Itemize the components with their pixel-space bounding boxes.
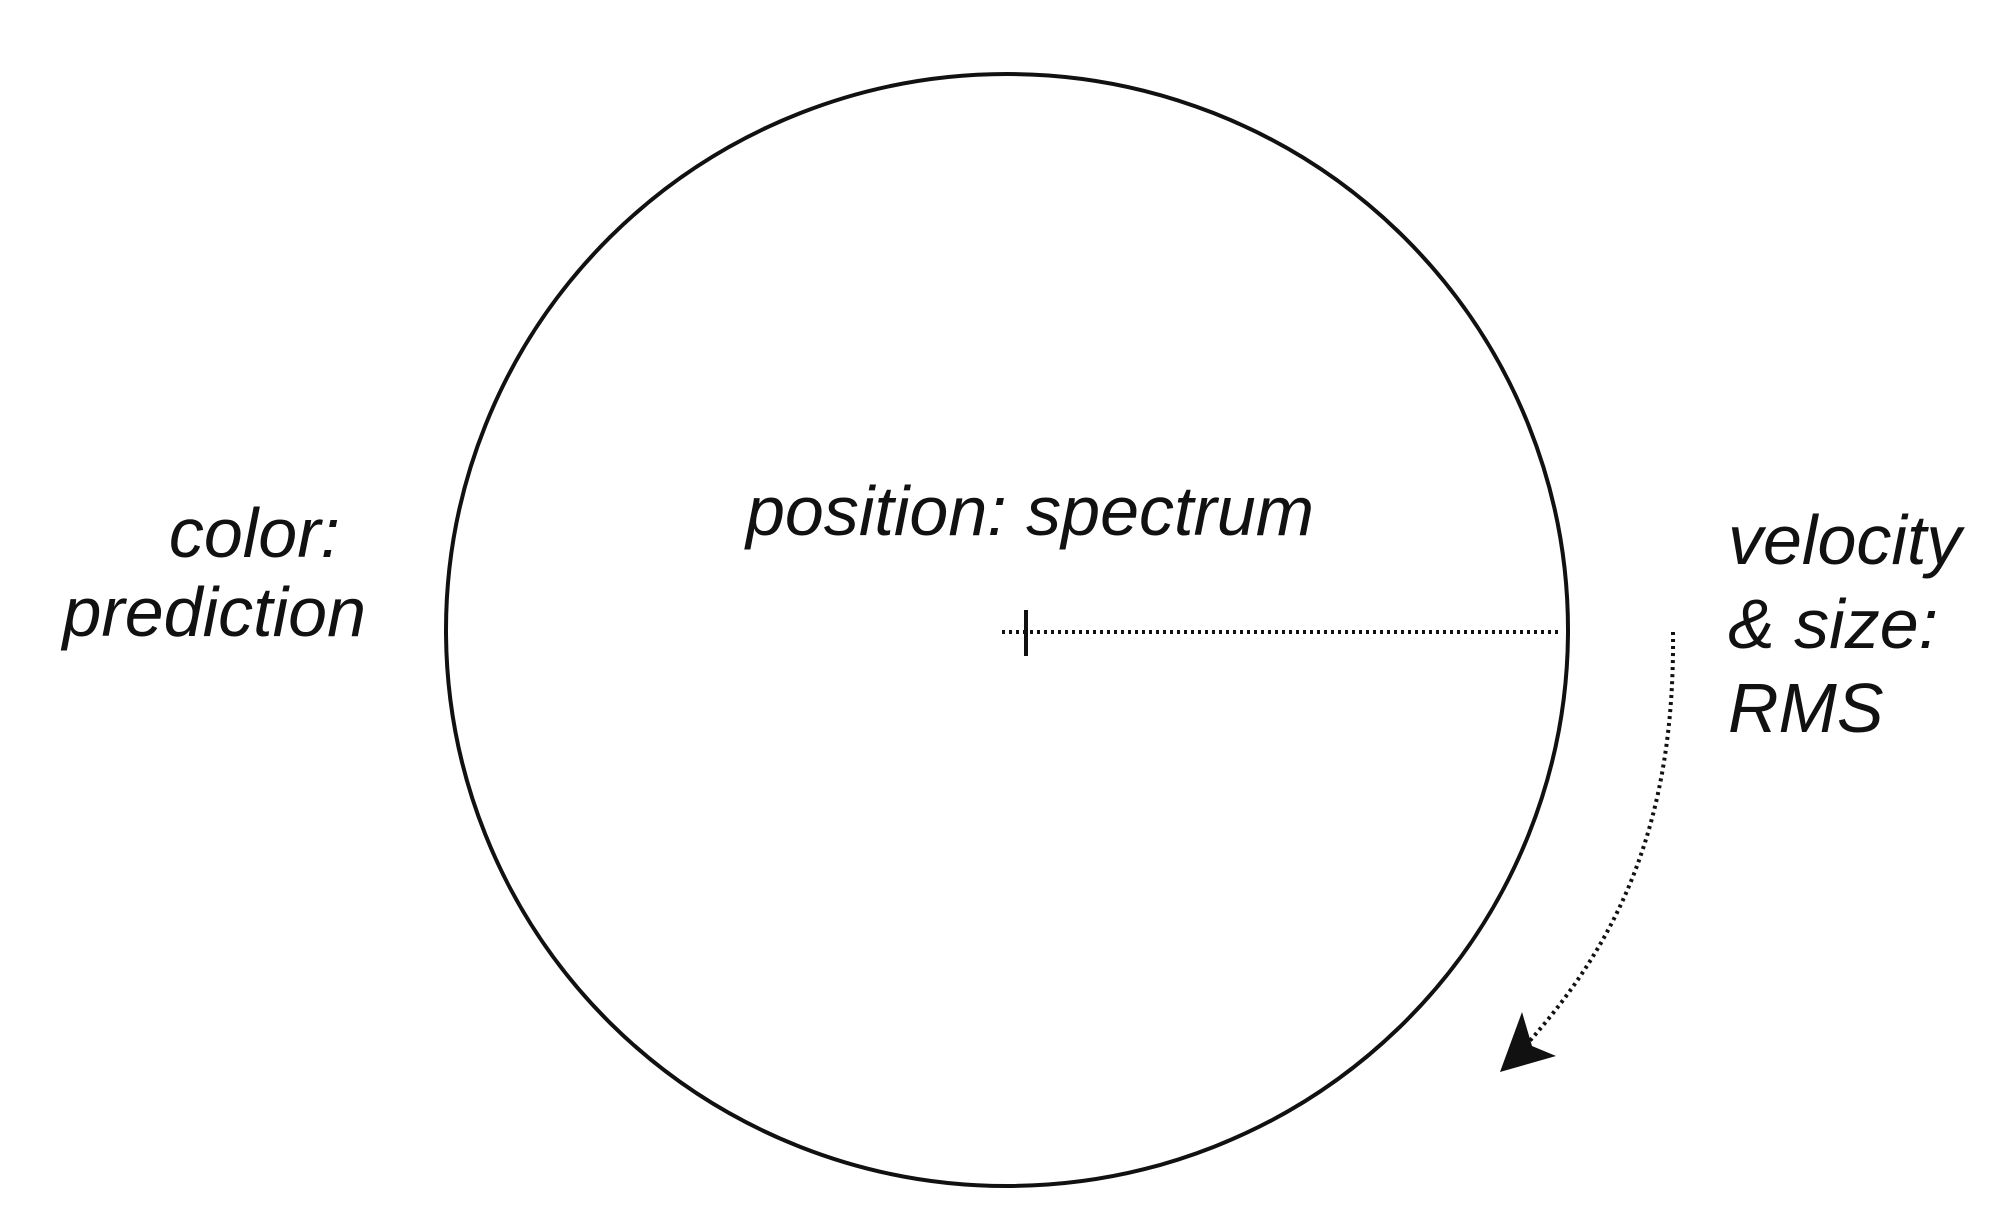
main-circle xyxy=(444,72,1570,1188)
center-label: position: spectrum xyxy=(744,472,1314,550)
right-label-line1: velocity xyxy=(1728,501,1965,579)
right-label-line2: & size: xyxy=(1728,585,1938,663)
motion-arrowhead-icon xyxy=(1500,1012,1556,1072)
motion-arrow-dotted-curve xyxy=(1525,631,1676,1046)
left-label-line2: prediction xyxy=(60,573,366,651)
left-label-line1: color: xyxy=(169,494,340,572)
right-label-line3: RMS xyxy=(1728,669,1884,747)
